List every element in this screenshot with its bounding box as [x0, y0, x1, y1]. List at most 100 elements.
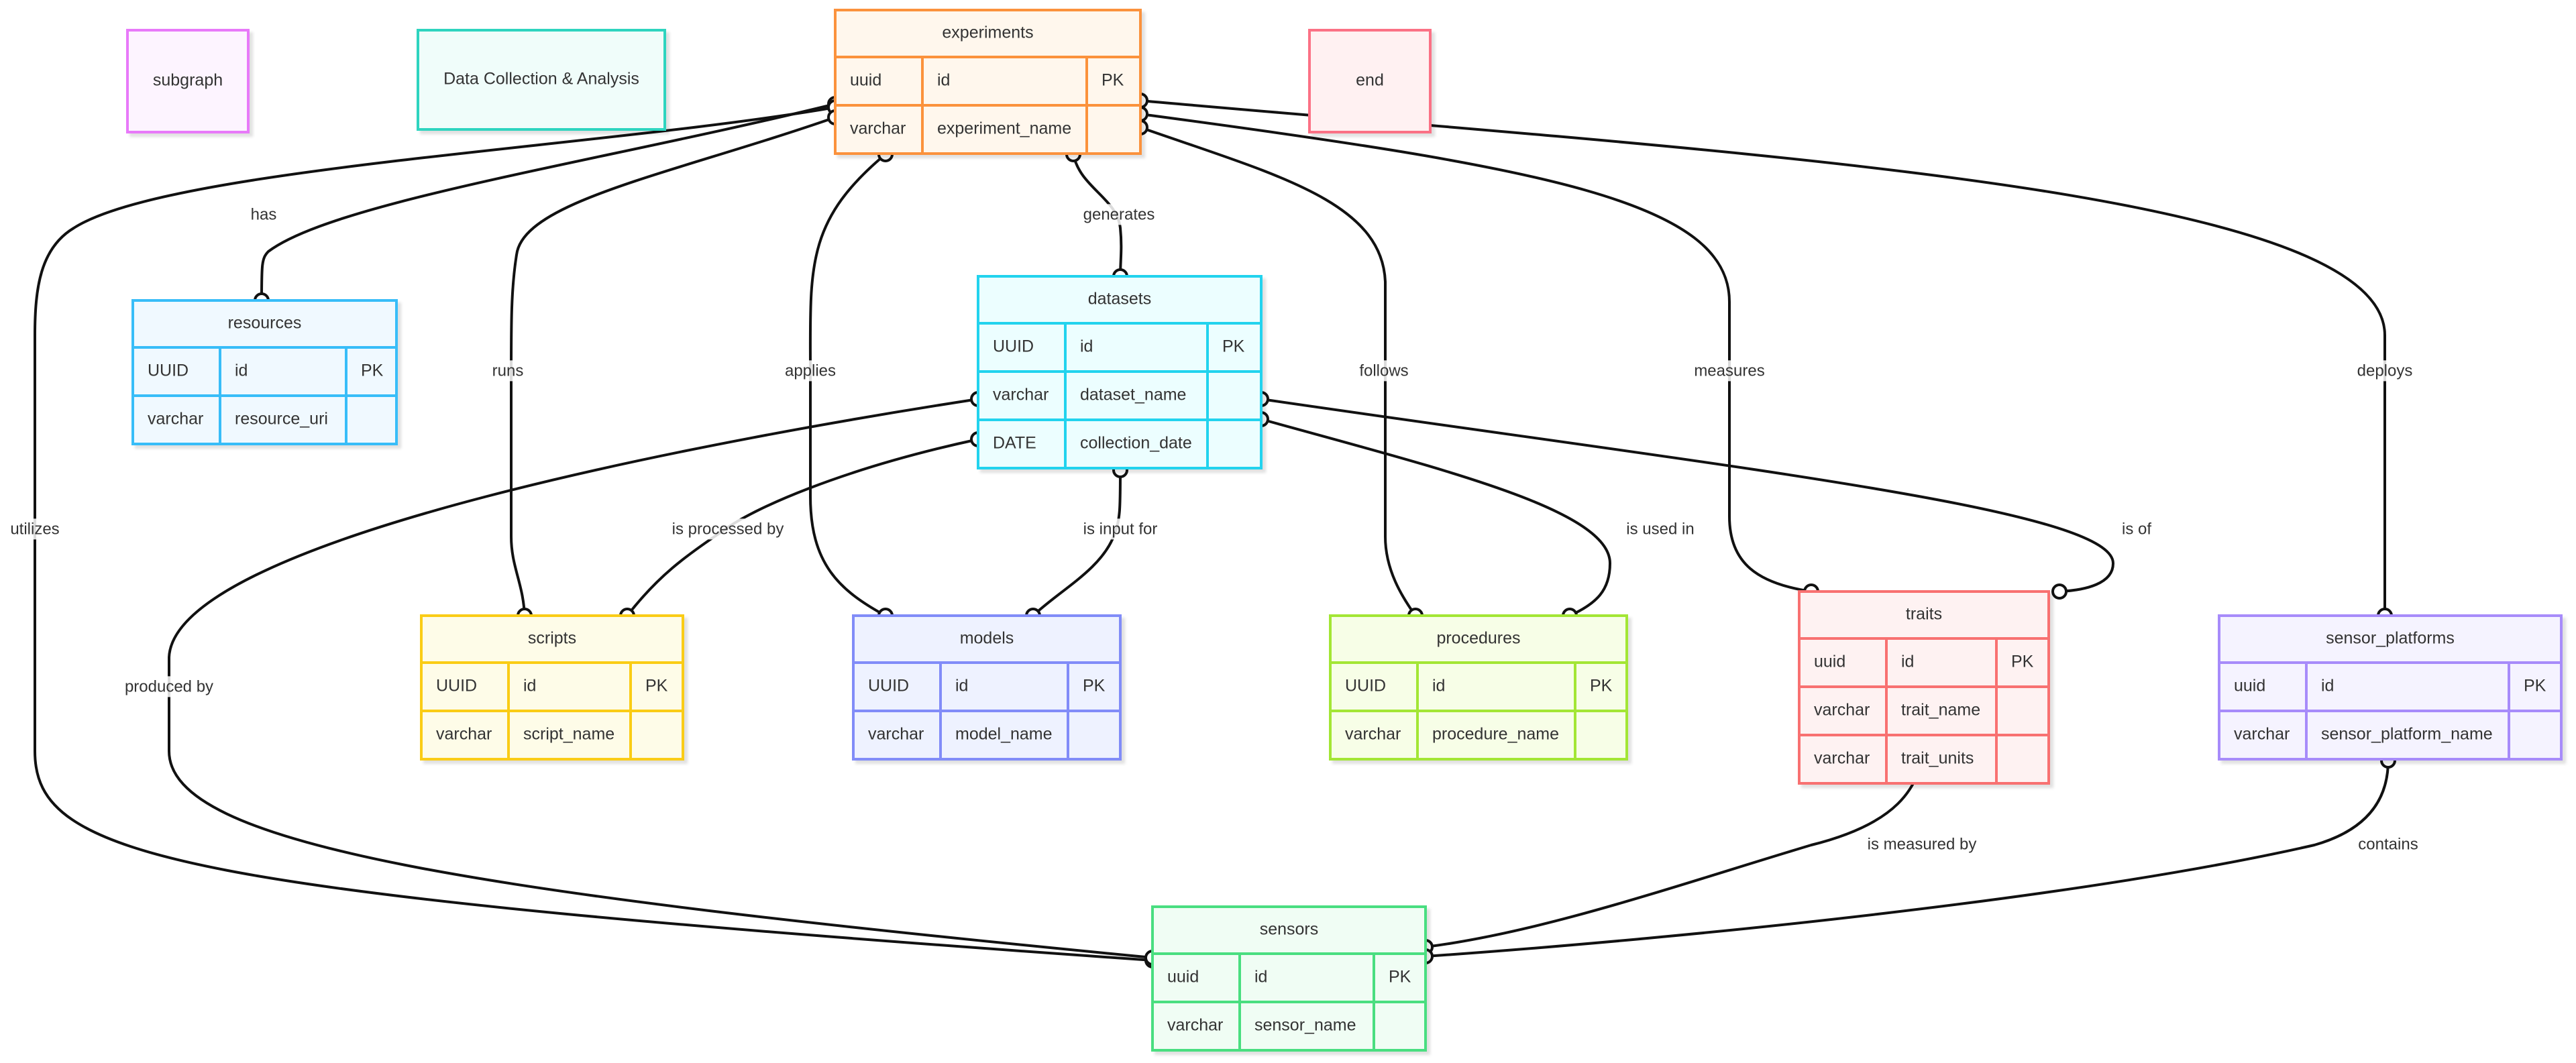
relationship-label: measures	[1694, 361, 1764, 380]
attribute-type: uuid	[2234, 677, 2265, 695]
relationship-is_measured_by	[1425, 736, 1925, 948]
attribute-name: id	[1901, 653, 1914, 671]
attribute-name: trait_units	[1901, 749, 1974, 768]
relationship-label-produced_by: produced by	[121, 676, 217, 697]
attribute-name: id	[1080, 337, 1093, 356]
label-background	[1864, 834, 1980, 855]
relationship-deploys	[1140, 99, 2386, 616]
entity-title: experiments	[942, 23, 1033, 42]
entity-box	[2218, 614, 2563, 761]
label-background	[489, 360, 527, 382]
legend-end: end	[1308, 29, 1432, 133]
attribute-name: id	[2321, 677, 2334, 695]
relationship-line	[1425, 760, 2390, 958]
legend-group: Data Collection & Analysis	[417, 29, 666, 131]
zero-or-many-marker	[2051, 583, 2068, 600]
attribute-type: varchar	[868, 725, 924, 744]
relationship-line	[1140, 113, 1812, 593]
attribute-type: UUID	[1345, 677, 1386, 695]
relationship-label-is_processed_by: is processed by	[669, 518, 787, 540]
attribute-type: UUID	[436, 677, 477, 695]
relationship-label-contains: contains	[2355, 834, 2421, 855]
attribute-type: UUID	[148, 361, 189, 380]
attribute-key: PK	[1083, 677, 1106, 695]
relationship-is_input_for	[1032, 469, 1122, 617]
attribute-name: id	[1254, 968, 1267, 987]
relationship-applies	[808, 153, 887, 617]
relationship-label-is_input_for: is input for	[1080, 518, 1161, 540]
attribute-name: collection_date	[1080, 434, 1192, 453]
attribute-name: model_name	[955, 725, 1053, 744]
relationship-line	[1032, 469, 1122, 617]
entity-box	[1151, 905, 1427, 1052]
entity-box	[834, 9, 1142, 155]
legend-subgraph: subgraph	[126, 29, 250, 133]
relationship-label: generates	[1083, 205, 1155, 223]
relationship-label-follows: follows	[1356, 360, 1411, 382]
attribute-key: PK	[2011, 653, 2034, 671]
relationship-produced_by	[168, 398, 1153, 959]
label-background	[1623, 518, 1697, 540]
relationship-line	[168, 398, 1153, 959]
relationship-label: is input for	[1083, 520, 1158, 538]
attribute-type: UUID	[993, 337, 1034, 356]
relationship-measures	[1140, 113, 1812, 593]
relationship-contains	[1425, 760, 2390, 958]
label-background	[1080, 204, 1158, 225]
relationship-label-applies: applies	[782, 360, 839, 382]
relationship-label-utilizes: utilizes	[7, 518, 62, 540]
relationship-line	[260, 103, 836, 301]
label-background	[248, 204, 280, 225]
relationship-label-deploys: deploys	[2354, 360, 2416, 382]
attribute-key: PK	[1590, 677, 1613, 695]
relationship-label-generates: generates	[1080, 204, 1158, 225]
entity-title: sensor_platforms	[2326, 629, 2455, 648]
attribute-type: uuid	[1814, 653, 1845, 671]
relationship-lines	[34, 93, 2396, 968]
attribute-type: varchar	[148, 410, 203, 429]
attribute-name: id	[937, 71, 950, 90]
relationship-follows	[1140, 126, 1417, 617]
attribute-name: procedure_name	[1432, 725, 1559, 744]
attribute-type: varchar	[1345, 725, 1401, 744]
relationship-label: contains	[2358, 835, 2418, 853]
relationship-label: is of	[2122, 520, 2151, 538]
attribute-type: varchar	[436, 725, 492, 744]
relationship-line	[510, 116, 836, 616]
attribute-name: id	[235, 361, 248, 380]
label-background	[1691, 360, 1768, 382]
relationship-label: applies	[785, 361, 836, 380]
relationship-label: is used in	[1626, 520, 1694, 538]
attribute-type: varchar	[2234, 725, 2290, 744]
attribute-key: PK	[1102, 71, 1124, 90]
attribute-key: PK	[645, 677, 668, 695]
entity-title: procedures	[1436, 629, 1520, 648]
relationship-label: deploys	[2357, 361, 2413, 380]
relationship-line	[808, 153, 887, 617]
label-background	[669, 518, 787, 540]
entity-title: scripts	[528, 629, 576, 648]
entities: subgraph Data Collection & Analysis end exp…	[126, 9, 2563, 1052]
entity-title: sensors	[1260, 920, 1319, 939]
attribute-name: sensor_platform_name	[2321, 725, 2493, 744]
attribute-type: varchar	[1167, 1016, 1223, 1035]
relationship-label-is_measured_by: is measured by	[1864, 834, 1980, 855]
attribute-key: PK	[1389, 968, 1411, 987]
attribute-name: dataset_name	[1080, 386, 1186, 404]
relationship-label: produced by	[125, 677, 213, 695]
label-background	[782, 360, 839, 382]
relationship-has	[260, 103, 836, 301]
attribute-name: sensor_name	[1254, 1016, 1356, 1035]
entity-title: datasets	[1088, 290, 1152, 309]
relationship-label-has: has	[248, 204, 280, 225]
